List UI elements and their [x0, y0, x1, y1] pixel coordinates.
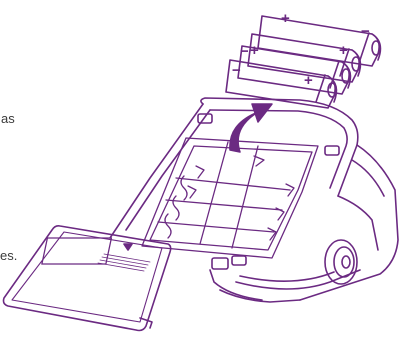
svg-text:−: −	[361, 23, 370, 40]
device-body	[110, 98, 398, 302]
rim-button-left	[198, 114, 212, 123]
svg-text:−: −	[240, 43, 249, 60]
svg-text:+: +	[339, 42, 348, 59]
front-button	[212, 258, 228, 269]
rim-button-right	[325, 146, 339, 155]
svg-text:+: +	[250, 42, 259, 59]
cropped-text-fragment-top: as	[1, 111, 15, 126]
cropped-text-fragment-bottom: es.	[0, 248, 17, 263]
svg-text:+: +	[304, 72, 313, 89]
svg-text:+: +	[281, 10, 290, 27]
battery-compartment	[142, 138, 318, 258]
svg-text:−: −	[232, 62, 241, 79]
battery-cover	[4, 226, 171, 331]
